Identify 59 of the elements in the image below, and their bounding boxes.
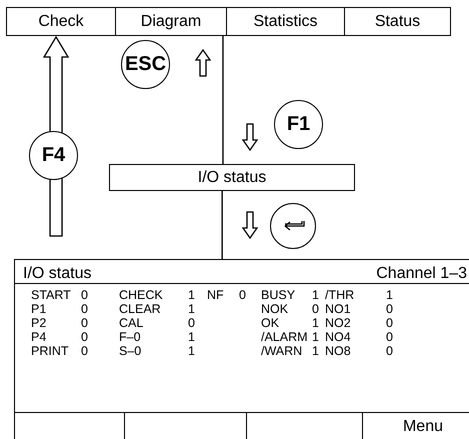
signal-value: 1 bbox=[312, 288, 319, 302]
key-circle bbox=[270, 203, 316, 249]
key-circle: ESC bbox=[121, 40, 170, 89]
signal-name: CLEAR bbox=[119, 302, 161, 316]
signal-name: P1 bbox=[31, 302, 46, 316]
signal-value: 1 bbox=[188, 330, 195, 344]
screen-title: I/O status bbox=[23, 265, 92, 283]
block-arrow bbox=[194, 48, 212, 77]
signal-name: CHECK bbox=[119, 288, 163, 302]
signal-name: NO4 bbox=[325, 330, 351, 344]
signal-name: NOK bbox=[261, 302, 288, 316]
signal-name: NO2 bbox=[325, 316, 351, 330]
signal-value: 0 bbox=[386, 330, 393, 344]
signal-name: CAL bbox=[119, 316, 144, 330]
signal-value: 1 bbox=[188, 302, 195, 316]
signal-value: 0 bbox=[81, 302, 88, 316]
signal-name: OK bbox=[261, 316, 280, 330]
signal-name: F–0 bbox=[119, 330, 141, 344]
signal-name: /ALARM bbox=[261, 330, 308, 344]
signal-name: /WARN bbox=[261, 344, 302, 358]
menu-item-box: I/O status bbox=[109, 164, 355, 191]
display-screen bbox=[14, 259, 469, 439]
signal-name: P2 bbox=[31, 316, 46, 330]
signal-name: NO1 bbox=[325, 302, 351, 316]
block-arrow bbox=[242, 211, 258, 240]
signal-name: S–0 bbox=[119, 344, 142, 358]
signal-value: 0 bbox=[188, 316, 195, 330]
signal-value: 1 bbox=[312, 330, 319, 344]
signal-value: 0 bbox=[81, 316, 88, 330]
signal-value: 0 bbox=[81, 288, 88, 302]
signal-value: 0 bbox=[386, 344, 393, 358]
signal-name: P4 bbox=[31, 330, 46, 344]
signal-value: 0 bbox=[386, 302, 393, 316]
signal-value: 0 bbox=[312, 302, 319, 316]
signal-value: 0 bbox=[81, 330, 88, 344]
signal-value: 1 bbox=[188, 344, 195, 358]
signal-name: /THR bbox=[325, 288, 354, 302]
signal-value: 1 bbox=[188, 288, 195, 302]
signal-value: 0 bbox=[239, 288, 246, 302]
signal-value: 1 bbox=[386, 288, 393, 302]
connector-line bbox=[222, 36, 224, 164]
menu-tab: Status bbox=[344, 7, 451, 36]
key-circle: F1 bbox=[274, 100, 323, 149]
signal-name: BUSY bbox=[261, 288, 296, 302]
signal-name: NO8 bbox=[325, 344, 351, 358]
signal-name: PRINT bbox=[31, 344, 68, 358]
signal-value: 1 bbox=[312, 316, 319, 330]
signal-value: 0 bbox=[386, 316, 393, 330]
block-arrow bbox=[242, 123, 258, 152]
signal-name: START bbox=[31, 288, 71, 302]
menu-tab: Check bbox=[6, 7, 116, 36]
channel-label: Channel 1–3 bbox=[376, 265, 467, 283]
signal-name: NF bbox=[207, 288, 224, 302]
menu-tab: Statistics bbox=[226, 7, 345, 36]
signal-value: 0 bbox=[81, 344, 88, 358]
signal-value: 1 bbox=[312, 344, 319, 358]
menu-tab: Diagram bbox=[115, 7, 227, 36]
connector-line bbox=[222, 191, 223, 259]
key-circle: F4 bbox=[29, 131, 78, 180]
